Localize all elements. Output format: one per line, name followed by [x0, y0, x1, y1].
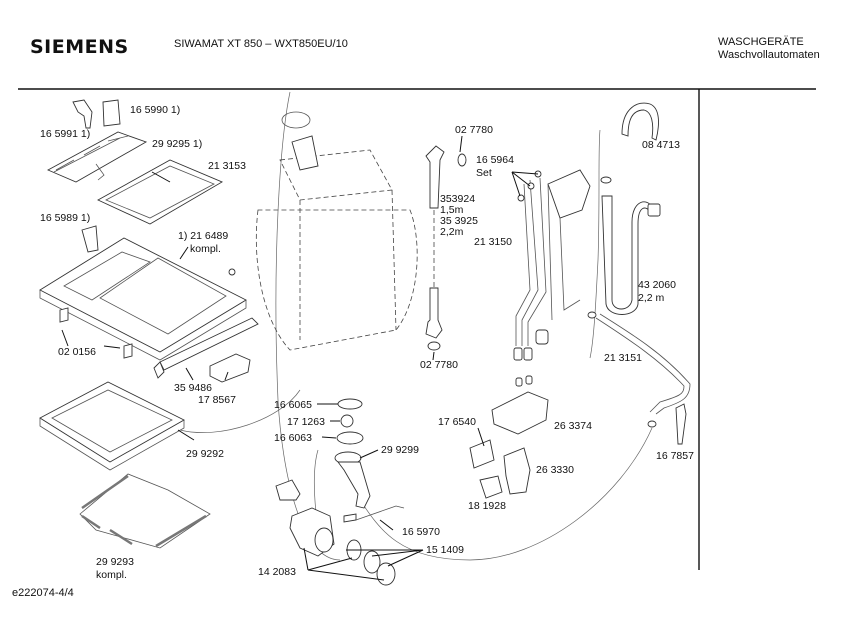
part-label-299292[interactable]: 29 9292 [186, 448, 224, 460]
part-label-213153[interactable]: 21 3153 [208, 160, 246, 172]
part-label-263330[interactable]: 26 3330 [536, 464, 574, 476]
part-label-263374[interactable]: 26 3374 [554, 420, 592, 432]
leader-lines [61, 135, 539, 581]
drain-pipe-part [587, 311, 691, 428]
hose-hook-part [621, 102, 659, 141]
filter-panel-part [79, 473, 211, 549]
part-label-165990[interactable]: 16 5990 1) [130, 104, 181, 116]
part-label-176540[interactable]: 17 6540 [438, 416, 476, 428]
model-title: SIWAMAT XT 850 – WXT850EU/10 [174, 38, 348, 50]
valve-nozzle-a [515, 377, 523, 387]
part-label-171263[interactable]: 17 1263 [287, 416, 325, 428]
part-label-027780-bottom[interactable]: 02 7780 [420, 359, 458, 371]
cover-strip-part [159, 317, 259, 371]
part-note: 2,2 m [638, 292, 665, 304]
part-label-432060[interactable]: 43 2060 2,2 m [638, 279, 676, 305]
ball-171263 [340, 414, 354, 428]
valve-nozzle-b [525, 375, 533, 385]
hose-assembly-part [513, 169, 591, 361]
gasket-leader-curve [179, 389, 301, 433]
part-label-359486[interactable]: 35 9486 [174, 382, 212, 394]
part-note: Set [476, 167, 492, 179]
category-block: WASCHGERÄTE Waschvollautomaten [718, 36, 820, 62]
part-label-165970[interactable]: 16 5970 [402, 526, 440, 538]
part-label-142083[interactable]: 14 2083 [258, 566, 296, 578]
drawer-clip-part [72, 99, 121, 129]
diagram-code: e222074-4/4 [12, 587, 74, 599]
part-label-167857[interactable]: 16 7857 [656, 450, 694, 462]
outer-tub-part [255, 111, 418, 351]
part-label-151409[interactable]: 15 1409 [426, 544, 464, 556]
part-label-353924[interactable]: 353924 1,5m [440, 194, 475, 216]
inlet-valve-part [503, 447, 531, 495]
tray-part [97, 159, 224, 225]
drain-leader-curve [359, 427, 653, 561]
part-label-299293[interactable]: 29 9293 kompl. [96, 556, 134, 582]
part-label-166065[interactable]: 16 6065 [274, 399, 312, 411]
part-label-165989[interactable]: 16 5989 1) [40, 212, 91, 224]
part-number: 35 3925 [440, 215, 478, 227]
part-note: 1,5m [440, 204, 464, 216]
part-label-084713[interactable]: 08 4713 [642, 139, 680, 151]
part-label-299295[interactable]: 29 9295 1) [152, 138, 203, 150]
gasket-part [39, 381, 185, 471]
part-label-181928[interactable]: 18 1928 [468, 500, 506, 512]
clip-020156-a [59, 307, 69, 323]
relay-part [469, 439, 495, 469]
clip-020156-b [123, 343, 133, 359]
part-label-027780-top[interactable]: 02 7780 [455, 124, 493, 136]
inlet-hose-part [425, 145, 467, 351]
part-label-178567[interactable]: 17 8567 [198, 394, 236, 406]
door-lock-part [209, 353, 251, 383]
part-label-299299[interactable]: 29 9299 [381, 444, 419, 456]
subcategory-label: Waschvollautomaten [718, 49, 820, 61]
part-label-353925[interactable]: 35 3925 2,2m [440, 216, 478, 238]
part-number: 43 2060 [638, 279, 676, 291]
part-label-213151[interactable]: 21 3151 [604, 352, 642, 364]
part-number: 16 5964 [476, 154, 514, 166]
detergent-drawer-part [46, 131, 148, 183]
drain-hose-part [589, 129, 661, 359]
brand-logo: SIEMENS [30, 36, 129, 58]
part-note: kompl. [190, 243, 221, 255]
part-label-165964[interactable]: 16 5964 Set [476, 154, 514, 180]
category-label: WASCHGERÄTE [718, 36, 804, 48]
top-frame-part [39, 237, 247, 361]
part-number: 353924 [440, 193, 476, 205]
cover-strip-end [153, 361, 165, 379]
part-number: 1) 21 6489 [178, 230, 229, 242]
valve-bracket-part [491, 391, 549, 435]
pressure-switch-part [479, 475, 503, 499]
part-label-165991[interactable]: 16 5991 1) [40, 128, 91, 140]
part-label-020156[interactable]: 02 0156 [58, 346, 96, 358]
part-note: kompl. [96, 569, 127, 581]
part-label-213150[interactable]: 21 3150 [474, 236, 512, 248]
part-note: 2,2m [440, 226, 464, 238]
part-number: 29 9293 [96, 556, 134, 568]
sump-hose-part [313, 449, 371, 531]
ring-166063 [336, 431, 364, 445]
part-label-216489[interactable]: 1) 21 6489 kompl. [178, 230, 228, 256]
part-label-166063[interactable]: 16 6063 [274, 432, 312, 444]
clamp-part [675, 403, 687, 445]
clip-part [81, 225, 99, 253]
ring-166065 [337, 398, 363, 410]
